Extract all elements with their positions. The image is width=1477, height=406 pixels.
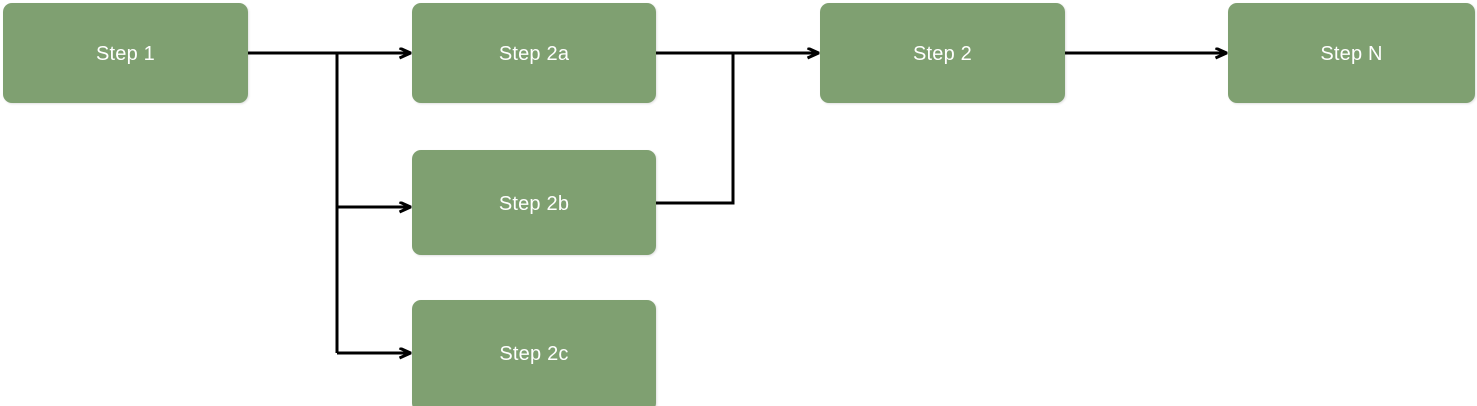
node-step-2a[interactable] (412, 3, 656, 103)
node-step-n[interactable] (1228, 3, 1475, 103)
node-step-1[interactable] (3, 3, 248, 103)
node-step-2b[interactable] (412, 150, 656, 255)
node-step-2c[interactable] (412, 300, 656, 406)
edge-step2b-merge (656, 53, 735, 205)
node-step-2[interactable] (820, 3, 1065, 103)
